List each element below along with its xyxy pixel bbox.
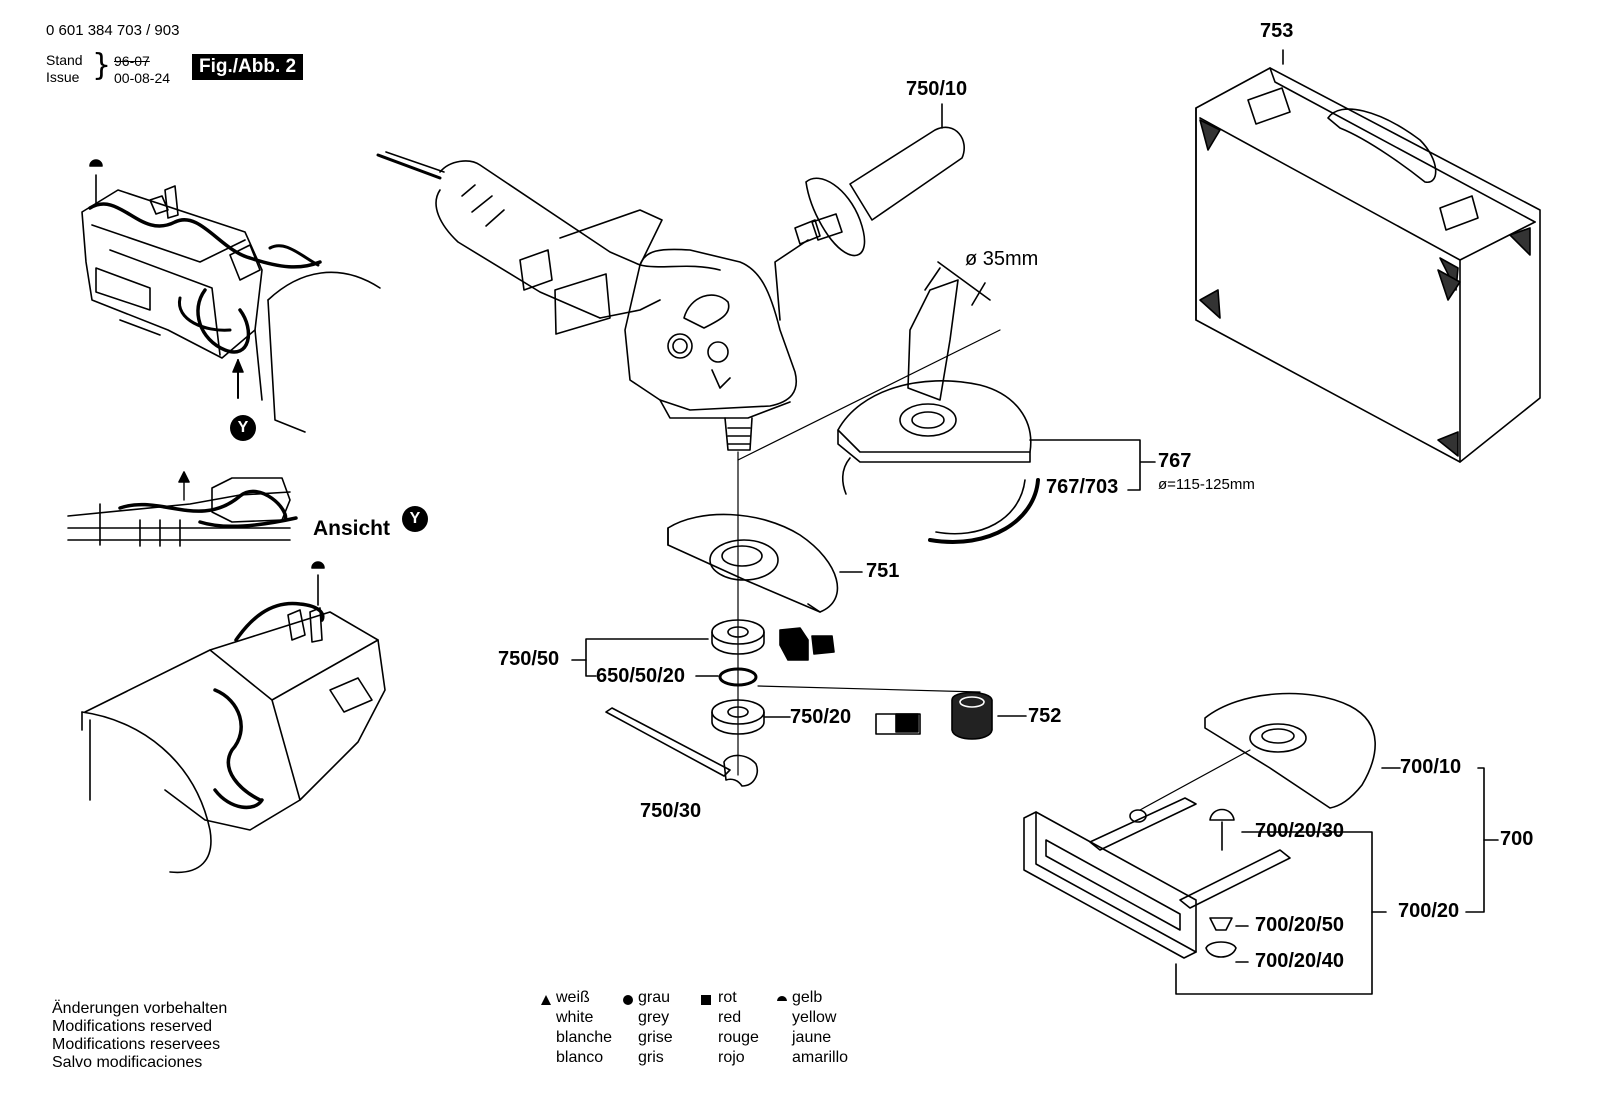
callout-700-10: 700/10 [1400, 756, 1462, 778]
callout-753: 753 [1260, 20, 1294, 42]
legend-text: gris [638, 1049, 664, 1066]
view-y-marker: Y [230, 415, 256, 441]
stand-label: Stand [46, 52, 83, 68]
note-line: Salvo modificaciones [52, 1054, 203, 1071]
callout-767-703: 767/703 [1046, 476, 1119, 498]
part-number: 0 601 384 703 / 903 [46, 22, 180, 39]
legend-text: jaune [792, 1029, 832, 1046]
circle-icon [623, 995, 633, 1005]
carrying-case [1195, 49, 1541, 463]
callout-700: 700 [1500, 828, 1534, 850]
note-line: Modifications reserved [52, 1018, 213, 1035]
note-line: Modifications reservees [52, 1036, 221, 1053]
angle-grinder-body [376, 151, 797, 451]
o-ring [718, 667, 758, 687]
cutting-guide-rail [1023, 797, 1291, 959]
legend-text: blanco [556, 1049, 604, 1066]
stand-issue-labels: Stand Issue [46, 52, 83, 86]
callout-750-30: 750/30 [640, 800, 702, 822]
callout-700-20-50: 700/20/50 [1255, 914, 1344, 936]
diameter-35-label: ø 35mm [965, 248, 1039, 270]
legend-text: grise [638, 1029, 673, 1046]
modifications-notes: Änderungen vorbehalten Modifications res… [52, 1000, 227, 1072]
legend-text: rojo [718, 1049, 745, 1066]
legend-text: weiß [556, 989, 590, 1006]
ansicht-label: Ansicht [313, 517, 391, 540]
legend-text: grey [638, 1009, 670, 1026]
legend-col-white: weiß white blanche blanco [556, 988, 612, 1068]
legend-text: rot [718, 989, 737, 1006]
legend-text: grau [638, 989, 671, 1006]
legend-col-yellow: gelb yellow jaune amarillo [792, 988, 848, 1068]
legend-text: white [556, 1009, 594, 1026]
callout-650-50-20: 650/50/20 [596, 665, 685, 687]
triangle-icon [541, 995, 551, 1005]
switch-assembly-detail-bottom [81, 561, 386, 874]
legend-col-grey: grau grey grise gris [638, 988, 673, 1068]
issue-date: 00-08-24 [114, 70, 171, 86]
stand-issue-dates: 96-07 00-08-24 [114, 53, 170, 87]
stand-date: 96-07 [114, 53, 150, 69]
bracket-lines-750-50 [571, 638, 1027, 718]
ansicht-y-marker: Y [402, 506, 428, 532]
note-line: Änderungen vorbehalten [52, 1000, 228, 1017]
legend-text: blanche [556, 1029, 613, 1046]
callout-751: 751 [866, 560, 900, 582]
legend-text: red [718, 1009, 742, 1026]
flange-detail-icons [779, 627, 921, 735]
extraction-hood [837, 261, 1156, 544]
bracket-lines-700 [1175, 767, 1499, 995]
callout-700-20-30: 700/20/30 [1255, 820, 1344, 842]
legend-text: rouge [718, 1029, 759, 1046]
legend-text: yellow [792, 1009, 837, 1026]
figure-badge: Fig./Abb. 2 [192, 54, 304, 80]
pin-spanner [605, 707, 758, 787]
callout-700-20-40: 700/20/40 [1255, 950, 1344, 972]
clamping-nut [711, 699, 765, 735]
view-y-detail [67, 471, 298, 547]
legend-text: amarillo [792, 1049, 849, 1066]
spindle-axis [737, 329, 1001, 776]
switch-assembly-detail-top [81, 159, 381, 433]
issue-label: Issue [46, 69, 80, 85]
legend-text: gelb [792, 989, 823, 1006]
auxiliary-handle [774, 103, 965, 321]
half-circle-icon [777, 996, 787, 1001]
callout-750-20: 750/20 [790, 706, 852, 728]
wheel-guard [667, 513, 863, 613]
callout-767: 767 [1158, 450, 1192, 472]
square-icon [701, 995, 711, 1005]
brace-icon: } [92, 48, 112, 83]
callout-700-20: 700/20 [1398, 900, 1460, 922]
callout-752: 752 [1028, 705, 1062, 727]
cutting-guide-guard [1139, 692, 1401, 811]
diameter-range-label: ø=115-125mm [1158, 476, 1255, 493]
legend-col-red: rot red rouge rojo [718, 988, 759, 1068]
callout-750-10: 750/10 [906, 78, 968, 100]
mounting-flange [711, 619, 765, 655]
quick-clamp-nut [951, 691, 993, 740]
callout-750-50: 750/50 [498, 648, 560, 670]
